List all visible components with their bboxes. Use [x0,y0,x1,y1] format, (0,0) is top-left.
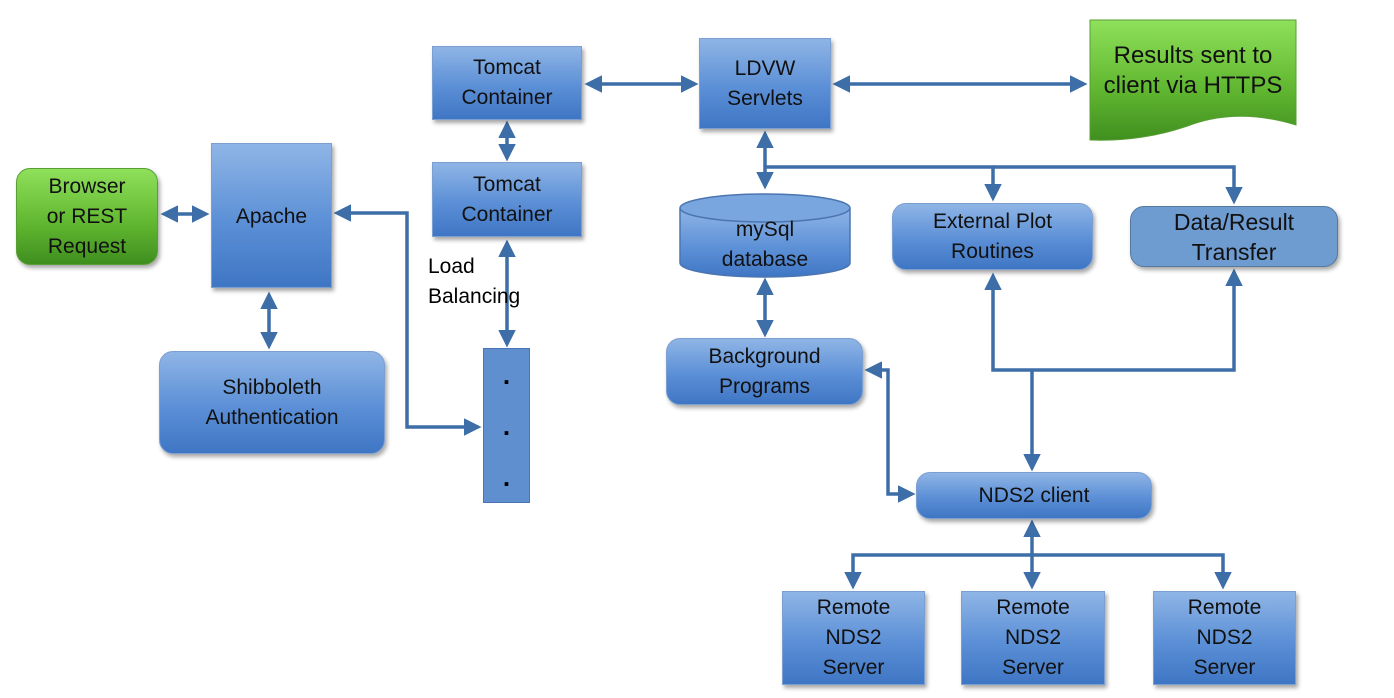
data-result-transfer-box: Data/Result Transfer [1130,206,1338,267]
stack-dot: . [502,410,511,441]
apache-box: Apache [211,143,332,288]
external-plot-routines-box: External Plot Routines [892,203,1093,270]
tomcat-container-1-box: Tomcat Container [432,46,582,120]
remote-nds2-server-1-box: Remote NDS2 Server [782,591,925,685]
background-programs-label: Background Programs [708,344,821,398]
ldvw-servlets-label: LDVW Servlets [727,56,803,110]
connector-nds2-external-plot [984,272,1032,372]
stack-dot: . [502,359,511,390]
connector-nds2-remote3 [1032,553,1232,590]
remote-nds2-server-2-box: Remote NDS2 Server [961,591,1105,685]
load-balancer-stack: . . . [483,348,530,503]
connector-ldvw-external-plot [765,165,1002,202]
connector-apache-loadbalancer [333,204,482,436]
results-https-box: Results sent to client via HTTPS [1090,38,1296,104]
apache-label: Apache [235,205,308,228]
tomcat-container-2-box: Tomcat Container [432,162,582,237]
shibboleth-box: Shibboleth Authentication [159,351,385,454]
tomcat-container-1-label: Tomcat Container [461,56,553,109]
mysql-database-label: mySql database [721,218,809,271]
shibboleth-label: Shibboleth Authentication [205,375,339,429]
mysql-database-box: mySql database [680,214,850,276]
browser-request-label: Browser or REST Request [46,174,128,258]
connector-nds2-data-transfer [1032,268,1243,372]
results-https-label: Results sent to client via HTTPS [1103,42,1283,99]
load-balancing-label: Load Balancing [428,255,521,308]
remote-nds2-server-3-label: Remote NDS2 Server [1187,596,1262,679]
remote-nds2-server-2-label: Remote NDS2 Server [996,596,1070,679]
stack-dot: . [502,461,511,492]
connector-nds2-remote1 [844,553,1032,590]
external-plot-routines-label: External Plot Routines [932,209,1053,263]
nds2-client-label: NDS2 client [978,483,1090,507]
mysql-cylinder [679,193,851,278]
browser-request-box: Browser or REST Request [16,168,158,265]
remote-nds2-server-3-box: Remote NDS2 Server [1153,591,1296,685]
nds2-client-box: NDS2 client [916,472,1152,519]
connector-ldvw-data-transfer [993,165,1243,205]
data-result-transfer-label: Data/Result Transfer [1173,208,1295,265]
background-programs-box: Background Programs [666,338,863,405]
remote-nds2-server-1-label: Remote NDS2 Server [816,596,891,679]
ldvw-servlets-box: LDVW Servlets [699,38,831,129]
results-document-shape [1089,19,1297,141]
connector-nds2-background [864,361,916,503]
tomcat-container-2-label: Tomcat Container [461,172,553,226]
